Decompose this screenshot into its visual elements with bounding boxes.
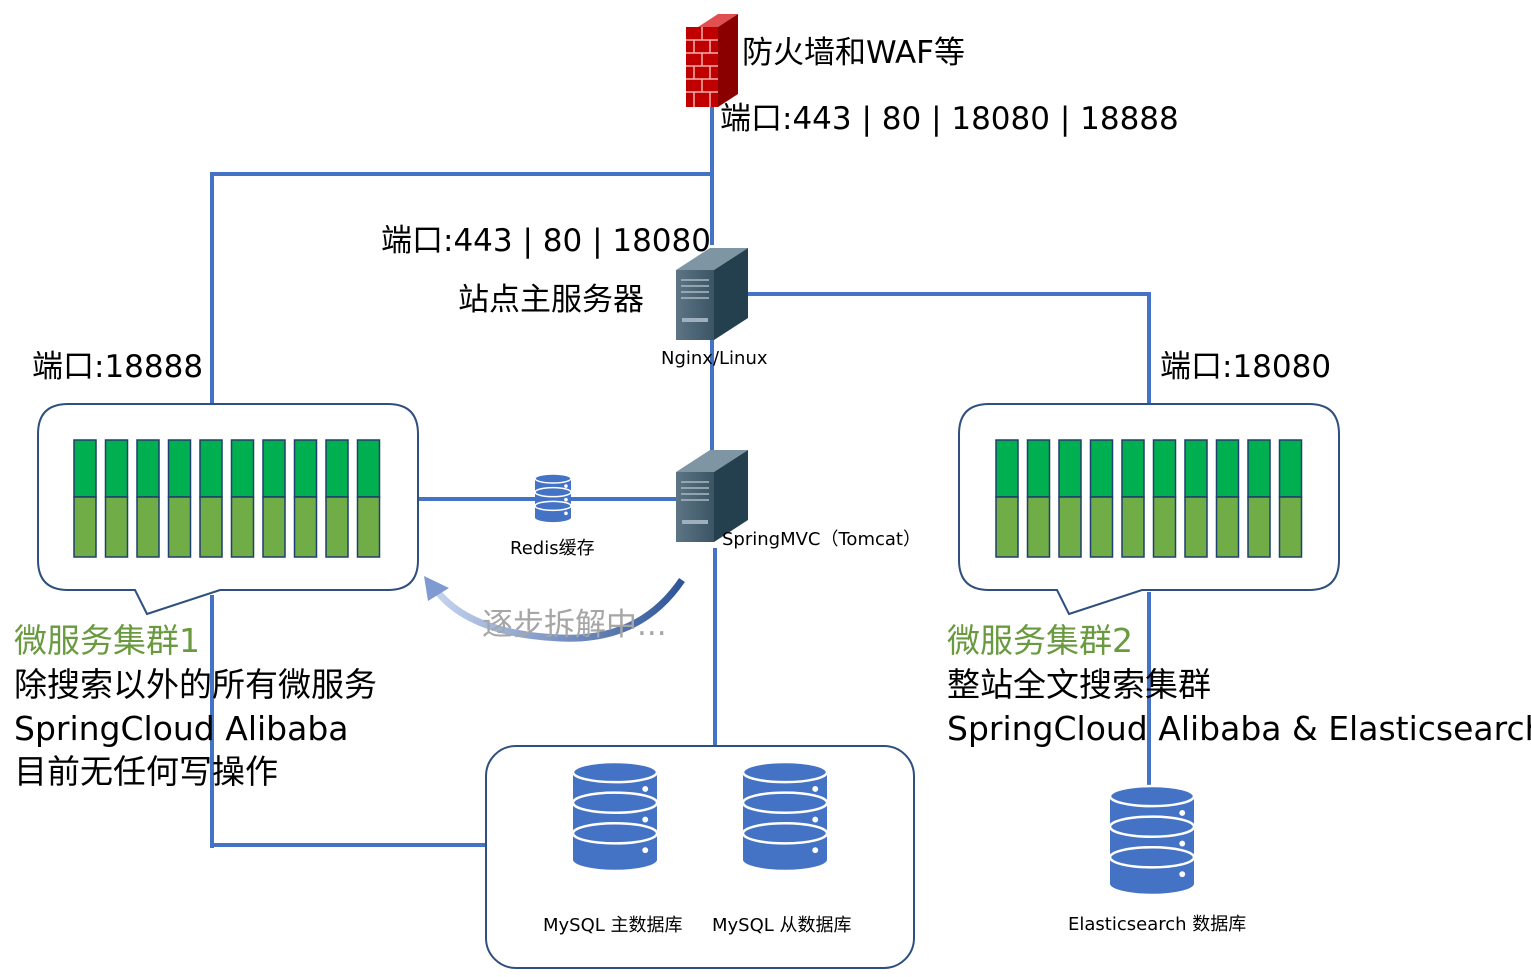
database-disc-top <box>571 791 659 815</box>
cluster2-service-bar-top <box>1247 439 1271 498</box>
cluster1-service-bar-top <box>199 439 223 498</box>
firewall-ports: 端口:443 | 80 | 18080 | 18888 <box>720 101 1179 137</box>
cluster2-line-1: 整站全文搜索集群 <box>947 665 1211 704</box>
database-disc-top <box>1108 784 1196 808</box>
cluster2-service-bar-top <box>1215 439 1240 498</box>
cluster1-service-bar-top <box>167 439 192 498</box>
cluster1-line-2: SpringCloud Alibaba <box>14 709 349 748</box>
database-indicator <box>1179 809 1186 816</box>
database-indicator <box>1179 840 1186 847</box>
database-indicator <box>564 484 568 488</box>
database-indicator <box>642 816 649 823</box>
redis-label: Redis缓存 <box>510 538 595 559</box>
cluster2-service-bar-bottom <box>1184 496 1208 558</box>
mysql-slave-database-icon <box>741 760 829 870</box>
cluster2-service-bar-top <box>1152 439 1177 498</box>
cluster2-line-2: SpringCloud Alibaba & Elasticsearch <box>947 709 1531 748</box>
elasticsearch-label: Elasticsearch 数据库 <box>1068 914 1247 935</box>
main-server-icon <box>676 248 748 340</box>
cluster2-service-bar-bottom <box>1152 496 1177 558</box>
cluster1-port: 端口:18888 <box>32 349 204 385</box>
cluster2-service-bar-bottom <box>995 496 1019 558</box>
cluster1-service-bar-top <box>230 439 255 498</box>
cluster2-service-bar-top <box>1026 439 1051 498</box>
cluster1-service-bar-top <box>356 439 381 498</box>
firewall-label: 防火墙和WAF等 <box>742 35 965 71</box>
cluster1-service-bar-bottom <box>199 496 223 558</box>
cluster2-service-bar-top <box>1058 439 1082 498</box>
connection-lines <box>210 100 1151 848</box>
cluster2-service-bar-bottom <box>1058 496 1082 558</box>
database-indicator <box>1179 871 1186 878</box>
cluster1-service-bar-bottom <box>293 496 318 558</box>
cluster2-service-bar-bottom <box>1121 496 1145 558</box>
cluster1-service-bars <box>73 439 381 558</box>
cluster2-service-bar-top <box>1089 439 1114 498</box>
cluster1-service-bar-top <box>262 439 286 498</box>
database-indicator <box>642 847 649 854</box>
mysql-master-database-icon <box>571 760 659 870</box>
database-disc-top <box>741 821 829 845</box>
cluster1-service-bar-top <box>325 439 349 498</box>
database-disc-top <box>571 821 659 845</box>
main-server-ports: 端口:443 | 80 | 18080 <box>381 223 711 259</box>
main-server-title: 站点主服务器 <box>458 282 644 318</box>
firewall-icon <box>686 14 738 107</box>
database-indicator <box>812 847 819 854</box>
migration-label: 逐步拆解中... <box>482 607 667 643</box>
database-disc-top <box>741 760 829 784</box>
cluster1-service-bar-bottom <box>73 496 97 558</box>
cluster1-title: 微服务集群1 <box>14 621 200 660</box>
cluster1-service-bar-top <box>293 439 318 498</box>
cluster2-service-bar-bottom <box>1247 496 1271 558</box>
cluster1-box <box>37 403 419 616</box>
main-server-name: Nginx/Linux <box>661 348 768 369</box>
database-indicator <box>812 785 819 792</box>
cluster1-line-3: 目前无任何写操作 <box>14 752 278 791</box>
cluster1-service-bar-bottom <box>230 496 255 558</box>
database-indicator <box>812 816 819 823</box>
cluster1-service-bar-bottom <box>356 496 381 558</box>
cluster1-service-bar-bottom <box>104 496 129 558</box>
cluster2-port: 端口:18080 <box>1160 349 1332 385</box>
cluster1-service-bar-top <box>104 439 129 498</box>
cluster1-service-bar-bottom <box>262 496 286 558</box>
cluster2-service-bar-top <box>1184 439 1208 498</box>
database-disc-top <box>571 760 659 784</box>
cluster1-line-1: 除搜索以外的所有微服务 <box>14 665 377 704</box>
cluster2-service-bar-bottom <box>1026 496 1051 558</box>
cluster2-service-bar-bottom <box>1278 496 1303 558</box>
app-server-name: SpringMVC（Tomcat） <box>722 529 921 550</box>
database-disc-top <box>1108 845 1196 869</box>
cluster2-service-bar-top <box>1121 439 1145 498</box>
cluster2-service-bar-bottom <box>1089 496 1114 558</box>
cluster2-service-bar-top <box>995 439 1019 498</box>
database-disc-top <box>534 486 572 498</box>
database-indicator <box>564 511 568 516</box>
mysql-slave-label: MySQL 从数据库 <box>712 915 852 936</box>
cluster1-service-bar-top <box>73 439 97 498</box>
cluster1-service-bar-top <box>136 439 160 498</box>
database-disc-top <box>1108 815 1196 839</box>
database-indicator <box>642 785 649 792</box>
database-indicator <box>564 497 568 502</box>
elasticsearch-database-icon <box>1108 784 1196 894</box>
database-disc-top <box>741 791 829 815</box>
redis-database-icon <box>534 473 572 523</box>
cluster1-service-bar-bottom <box>136 496 160 558</box>
cluster2-service-bar-bottom <box>1215 496 1240 558</box>
database-disc-top <box>534 500 572 512</box>
cluster1-service-bar-bottom <box>325 496 349 558</box>
mysql-master-label: MySQL 主数据库 <box>543 915 683 936</box>
cluster2-box <box>958 403 1340 616</box>
migration-arrow <box>424 576 685 642</box>
cluster2-service-bars <box>995 439 1303 558</box>
cluster1-service-bar-bottom <box>167 496 192 558</box>
cluster2-title: 微服务集群2 <box>947 621 1133 660</box>
cluster2-service-bar-top <box>1278 439 1303 498</box>
app-server-icon <box>676 450 748 542</box>
database-disc-top <box>534 473 572 484</box>
